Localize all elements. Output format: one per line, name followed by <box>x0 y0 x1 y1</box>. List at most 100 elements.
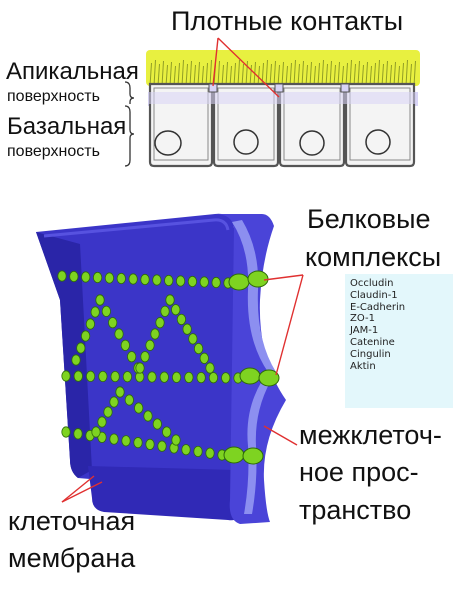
protein-bead <box>127 351 137 363</box>
protein-bead <box>61 370 71 382</box>
protein-bead <box>92 271 103 284</box>
protein-bead <box>122 371 133 383</box>
protein-bead <box>182 323 192 335</box>
protein-bead <box>165 294 175 306</box>
protein-bead <box>103 406 113 418</box>
protein-strands <box>57 270 243 461</box>
protein-bead <box>171 434 181 446</box>
protein-item: E-Cadherin <box>350 301 406 313</box>
membrane-highlight <box>43 218 230 238</box>
protein-bead <box>199 276 209 288</box>
junction-complexes <box>223 270 280 465</box>
protein-bead <box>97 416 107 428</box>
protein-item: Cingulin <box>350 348 391 360</box>
basal-surface-label-line1: Базальная <box>7 113 127 140</box>
protein-bead <box>205 447 215 459</box>
protein-bead <box>171 304 181 316</box>
protein-bead <box>147 371 157 383</box>
protein-bead <box>76 342 86 354</box>
protein-bead <box>108 317 118 329</box>
protein-bead <box>184 371 194 384</box>
protein-bead <box>164 274 174 287</box>
protein-bead <box>211 276 221 289</box>
cell-2 <box>212 82 280 168</box>
protein-bead <box>152 274 162 286</box>
protein-bead <box>193 445 203 458</box>
protein-bead <box>199 352 209 364</box>
protein-bead <box>181 444 191 456</box>
protein-bead <box>109 433 119 445</box>
protein-bead <box>208 372 219 384</box>
protein-bead <box>85 370 96 382</box>
protein-bead <box>73 370 83 382</box>
protein-bead <box>81 330 91 342</box>
protein-complexes-label-line1: Белковые <box>307 204 431 234</box>
junction-marker-2 <box>274 83 284 93</box>
membrane-leaders <box>61 475 103 503</box>
intercellular-space-label-line2: ное прос- <box>299 457 419 487</box>
junction-marker-3 <box>340 83 350 93</box>
protein-bead <box>196 371 206 384</box>
protein-bead <box>81 271 91 283</box>
protein-bead <box>188 333 198 345</box>
cell-3-nucleus <box>299 130 325 156</box>
protein-bead <box>171 371 182 383</box>
protein-item: Occludin <box>350 278 394 289</box>
protein-item: Catenine <box>350 336 395 348</box>
protein-bead <box>145 438 155 450</box>
membrane-illustration <box>36 213 286 524</box>
protein-bead <box>98 370 108 383</box>
protein-bead <box>114 328 124 340</box>
protein-bead <box>73 428 83 440</box>
protein-bead <box>90 306 100 318</box>
intercellular-space-label-line1: межклеточ- <box>299 420 442 450</box>
protein-bead <box>152 418 162 430</box>
protein-bead <box>69 270 79 283</box>
protein-bead <box>121 435 131 447</box>
protein-bead <box>157 440 167 452</box>
intercellular-space-label-line3: транство <box>299 495 412 525</box>
protein-bead <box>193 342 204 355</box>
surface-braces <box>124 81 135 167</box>
protein-item: Claudin-1 <box>350 289 398 301</box>
cell-3 <box>278 82 346 168</box>
protein-bead <box>109 396 119 408</box>
protein-bead <box>104 272 115 284</box>
epithelium-illustration <box>146 50 420 168</box>
protein-bead <box>140 351 150 363</box>
protein-bead <box>143 410 153 422</box>
basal-surface-label-line2: поверхность <box>7 143 100 160</box>
protein-item: JAM-1 <box>350 325 379 337</box>
protein-bead <box>110 370 120 383</box>
tight-junctions-label: Плотные контакты <box>171 6 404 36</box>
cell-4-nucleus <box>365 129 391 155</box>
protein-bead <box>205 362 215 374</box>
basal-brace <box>124 105 135 167</box>
cell-membrane-label-line2: мембрана <box>8 543 136 573</box>
protein-item: Aktin <box>350 360 376 372</box>
protein-bead <box>221 372 231 384</box>
cell-1 <box>148 82 214 168</box>
protein-bead <box>145 339 155 351</box>
protein-bead <box>187 275 198 288</box>
protein-bead <box>116 272 126 285</box>
cell-membrane-label-line1: клеточная <box>8 506 136 536</box>
protein-bead <box>176 313 187 326</box>
protein-item: ZO-1 <box>350 313 375 325</box>
apical-brace <box>124 81 135 104</box>
protein-bead <box>155 317 165 329</box>
microvilli <box>149 59 416 87</box>
protein-complexes-label-line2: комплексы <box>305 242 442 272</box>
protein-bead <box>71 354 81 366</box>
protein-bead <box>159 371 169 383</box>
protein-bead <box>135 362 145 374</box>
protein-complex-leaders <box>263 274 304 376</box>
membrane-bottom-flap <box>88 466 240 521</box>
membrane-dark-edge <box>36 232 92 478</box>
protein-bead <box>91 426 101 438</box>
cell-1-nucleus <box>154 130 182 156</box>
cell-4 <box>344 82 416 168</box>
complex-lower <box>223 446 264 465</box>
